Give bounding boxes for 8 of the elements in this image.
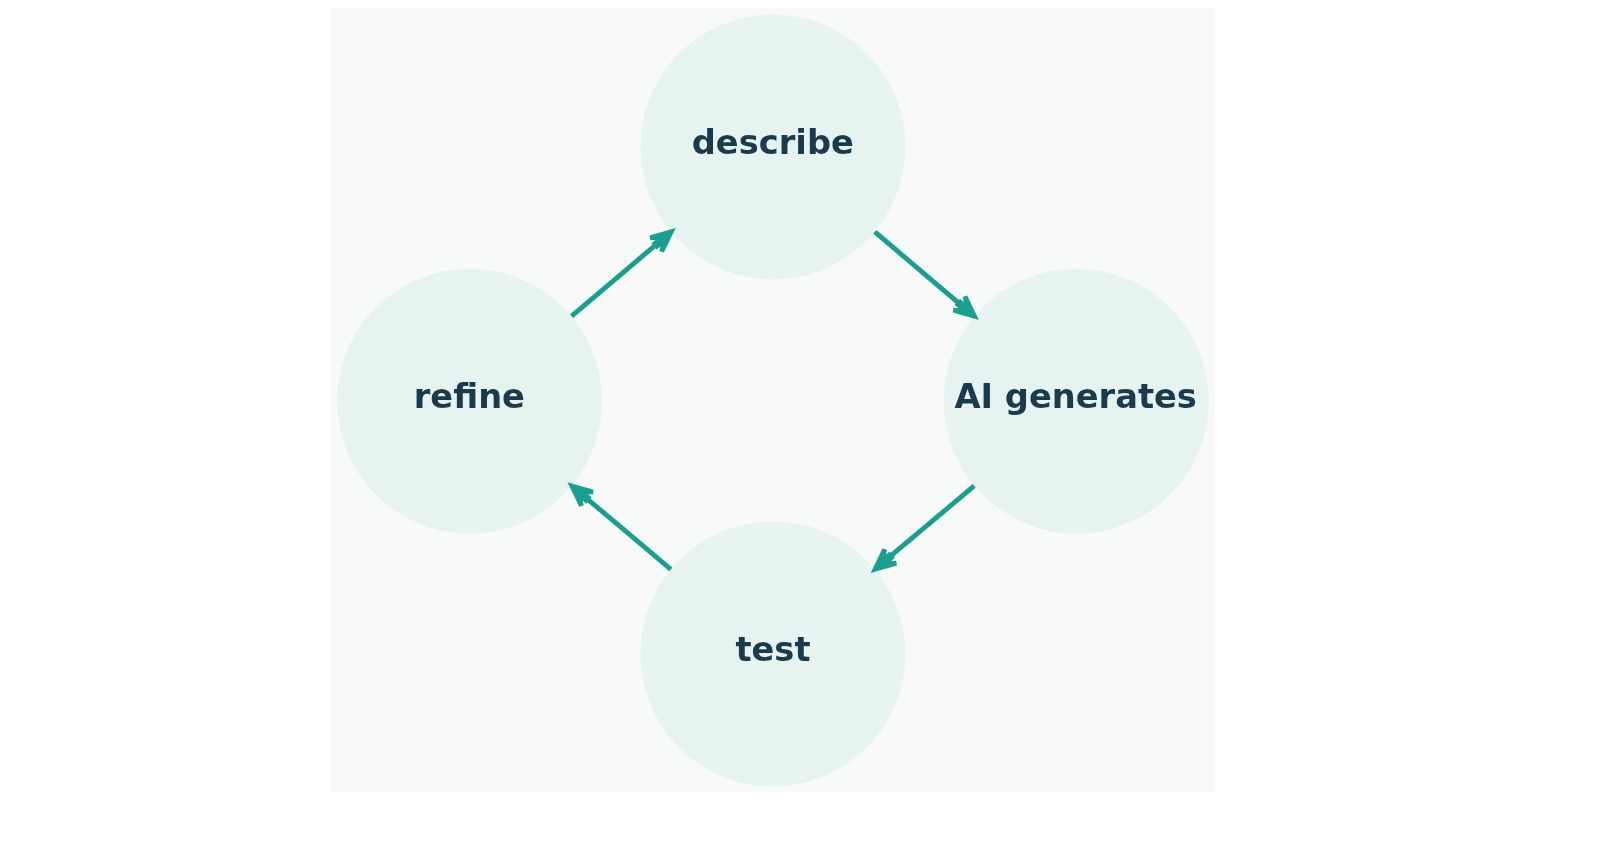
node-circle: describe: [639, 14, 905, 280]
arrow: [872, 483, 976, 572]
node-circle: refine: [336, 268, 602, 534]
node-circle: test: [639, 521, 905, 787]
arrow: [872, 230, 977, 319]
arrow: [569, 483, 672, 572]
node-circle: AI generates: [943, 268, 1209, 534]
arrow: [569, 229, 674, 319]
